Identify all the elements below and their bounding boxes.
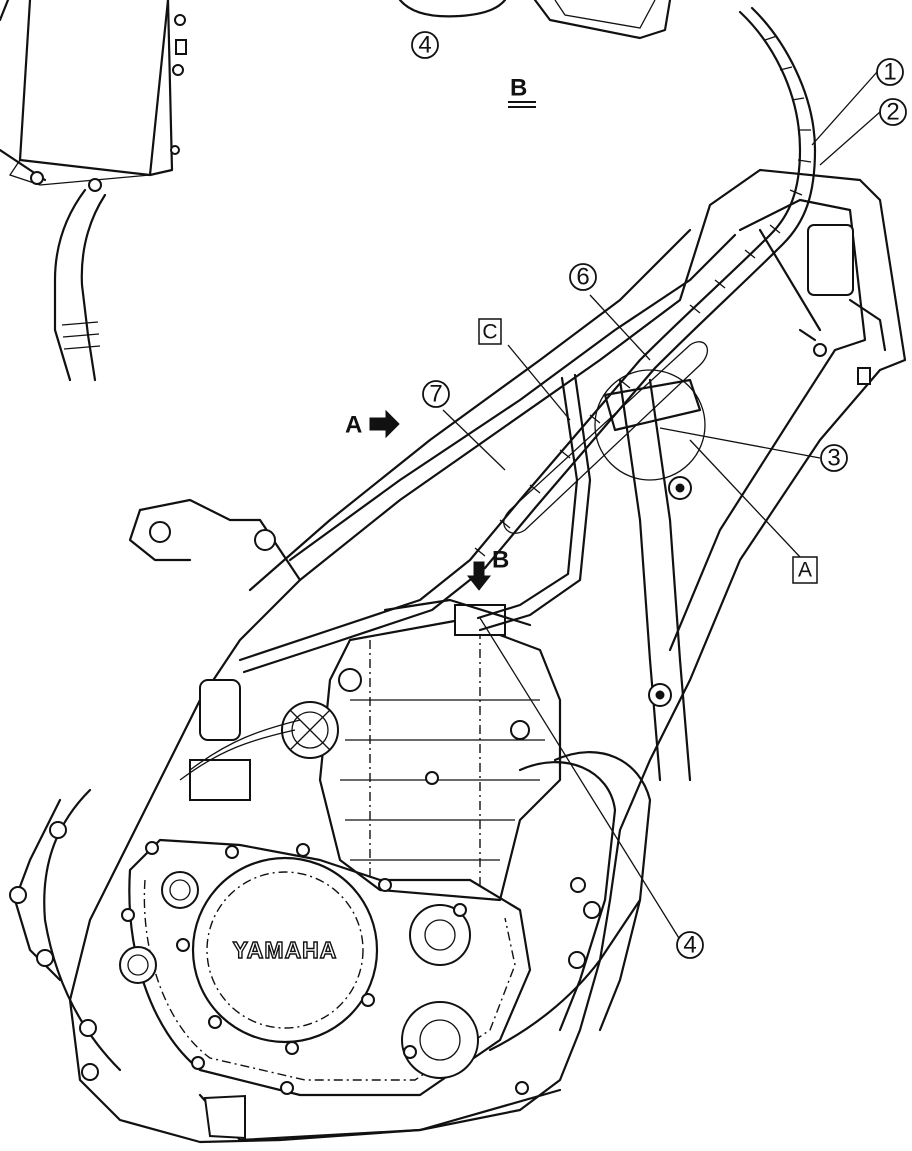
engine-brand-text: YAMAHA [233, 937, 338, 963]
boxed-label-a-text: A [798, 559, 812, 582]
callout-4-bottom: 4 [676, 931, 704, 959]
callout-4-top-label: 4 [418, 32, 431, 59]
engine: YAMAHA [119, 598, 562, 1142]
callout-2-label: 2 [886, 99, 899, 126]
leader-lines [442, 71, 881, 944]
callout-7: 7 [422, 380, 450, 408]
callout-3-label: 3 [827, 445, 840, 472]
callout-1-label: 1 [883, 59, 896, 86]
right-arrow-icon [369, 409, 400, 439]
view-b-indicator: B [466, 547, 509, 591]
view-a-indicator: A [345, 409, 400, 439]
view-b-letter: B [492, 547, 509, 574]
callout-7-label: 7 [429, 381, 442, 408]
callout-6-label: 6 [576, 264, 589, 291]
callout-1: 1 [876, 58, 904, 86]
view-a-letter: A [345, 412, 362, 439]
frame [9, 168, 907, 1144]
cable-7 [179, 373, 592, 781]
down-arrow-icon [466, 561, 492, 591]
boxed-label-c-text: C [482, 321, 497, 344]
radiator-part [0, 0, 187, 382]
boxed-label-c: C [478, 318, 502, 345]
callout-3: 3 [820, 444, 848, 472]
view-b-title-text: B [510, 75, 527, 102]
callout-2: 2 [879, 98, 907, 126]
highlight-circle-a [594, 369, 706, 481]
air-duct-part [398, 0, 672, 40]
exhaust-pipe [488, 751, 652, 1052]
wire-harness [238, 6, 817, 674]
callout-6: 6 [569, 263, 597, 291]
boxed-label-a: A [792, 556, 818, 584]
callout-4-top: 4 [411, 31, 439, 59]
view-b-title: B [508, 75, 536, 108]
highlight-oval-c [503, 341, 709, 534]
callout-4-bottom-label: 4 [683, 932, 696, 959]
